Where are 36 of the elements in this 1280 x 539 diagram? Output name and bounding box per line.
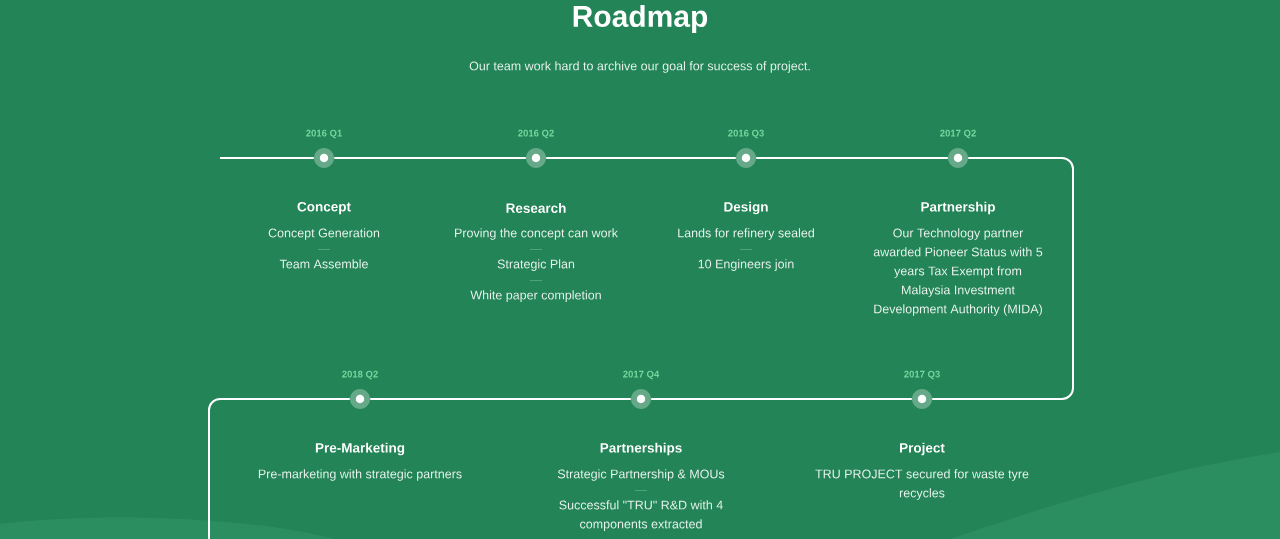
milestone-text: TRU PROJECT secured for waste tyre recycles (815, 469, 1029, 500)
milestone-text: Strategic Plan (497, 259, 575, 271)
milestone-text: 10 Engineers join (698, 259, 794, 271)
milestone-heading: Partnerships (600, 442, 682, 456)
quarter-label: 2016 Q3 (728, 129, 764, 139)
milestone-text: Proving the concept can work (455, 228, 618, 240)
timeline-line (650, 398, 913, 400)
milestone-heading: Research (506, 203, 566, 213)
quarter-label: 2018 Q2 (342, 370, 378, 380)
timeline-line (333, 157, 527, 159)
milestone-heading: Concept (297, 201, 351, 215)
milestone-text: Pre-marketing with strategic partners (258, 469, 462, 481)
title: Roadmap (573, 5, 708, 33)
milestone-text: Concept Generation (268, 228, 380, 240)
milestone-text: Team Assemble (279, 259, 368, 269)
timeline-line (208, 398, 351, 539)
milestone-heading: Pre-Marketing (315, 442, 405, 456)
timeline-line (931, 157, 1074, 400)
quarter-label: 2017 Q4 (623, 370, 660, 380)
milestone-text: Strategic Partnership & MOUs (557, 469, 725, 481)
milestone-heading: Partnership (921, 201, 995, 215)
quarter-label: 2016 Q2 (518, 129, 554, 139)
milestone-text: White paper completion (470, 290, 601, 302)
timeline-line (369, 398, 632, 400)
milestone-text: Successful "TRU" R&D with 4 components extracted (559, 500, 723, 531)
timeline-line (755, 157, 949, 159)
milestone-heading: Design (724, 201, 768, 215)
quarter-label: 2016 Q1 (306, 129, 342, 139)
milestone-text: Lands for refinery sealed (678, 228, 814, 240)
quarter-label: 2017 Q3 (904, 370, 940, 380)
milestone-text: Our Technology partner awarded Pioneer Status with 5 years Tax Exempt from Malaysia Investment Development Authority (MIDA) (873, 228, 1043, 316)
timeline-line (219, 157, 315, 159)
quarter-label: 2017 Q2 (940, 129, 976, 139)
subtitle: Our team work hard to archive our goal for success of project. (469, 61, 810, 73)
milestone-heading: Project (900, 442, 945, 456)
timeline-line (545, 157, 737, 159)
